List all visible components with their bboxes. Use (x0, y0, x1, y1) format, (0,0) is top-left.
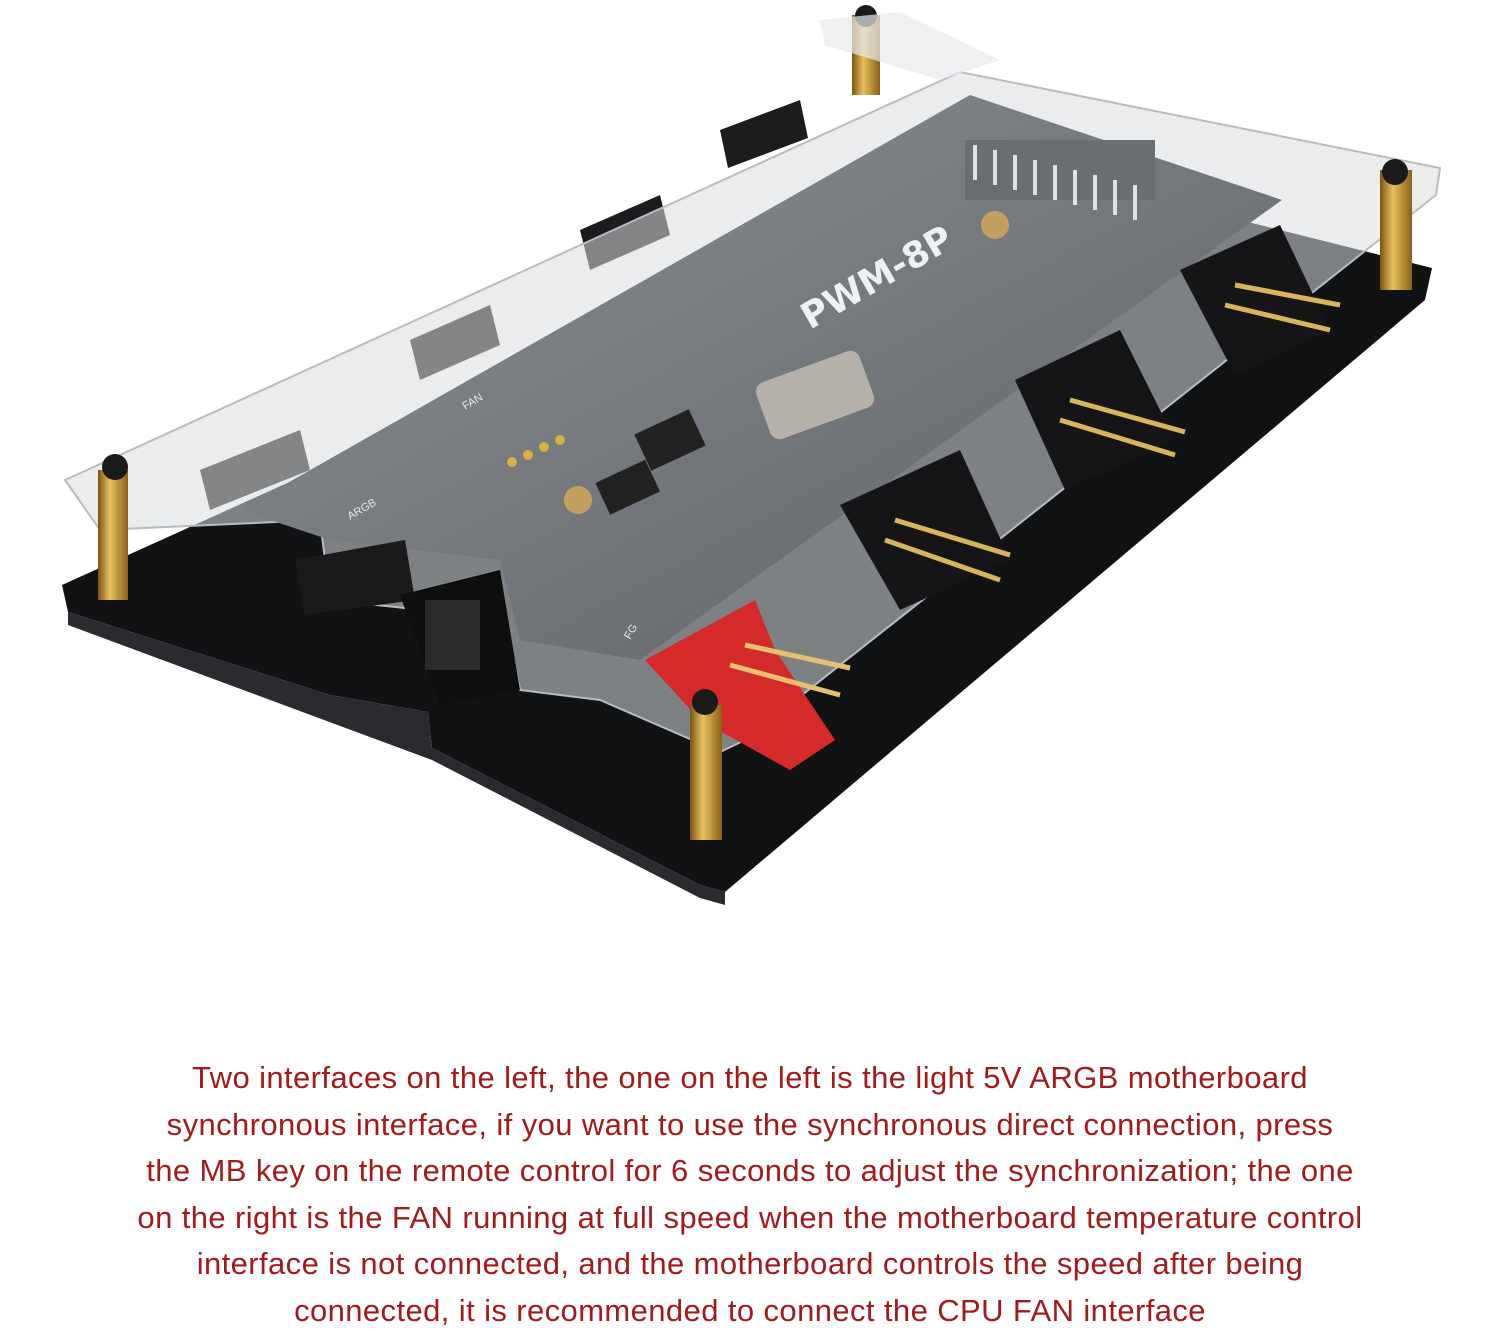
crystal-oscillator (755, 350, 875, 440)
caption-line: Two interfaces on the left, the one on t… (192, 1060, 1308, 1095)
caption-line: the MB key on the remote control for 6 s… (146, 1153, 1354, 1189)
product-photo-fan-hub: PWM-8P ARGB FAN FG (62, 5, 1442, 905)
argb-and-fan-input-ports (295, 540, 520, 705)
sata-power-pins (965, 140, 1155, 220)
product-description: Two interfaces on the left, the one on t… (0, 1055, 1500, 1335)
acrylic-corner (820, 12, 1000, 80)
fan-headers-front-row (840, 225, 1341, 610)
screw-nut (981, 211, 1009, 239)
cpu-fan-header-red (645, 600, 851, 770)
chip (634, 409, 706, 471)
caption-line: synchronous interface, if you want to us… (166, 1106, 1334, 1142)
caption-line: connected, it is recommended to connect … (294, 1292, 1206, 1328)
circuit-board: PWM-8P ARGB FAN FG (240, 95, 1282, 660)
caption-line: on the right is the FAN running at full … (137, 1199, 1363, 1235)
caption-line: interface is not connected, and the moth… (196, 1246, 1304, 1282)
